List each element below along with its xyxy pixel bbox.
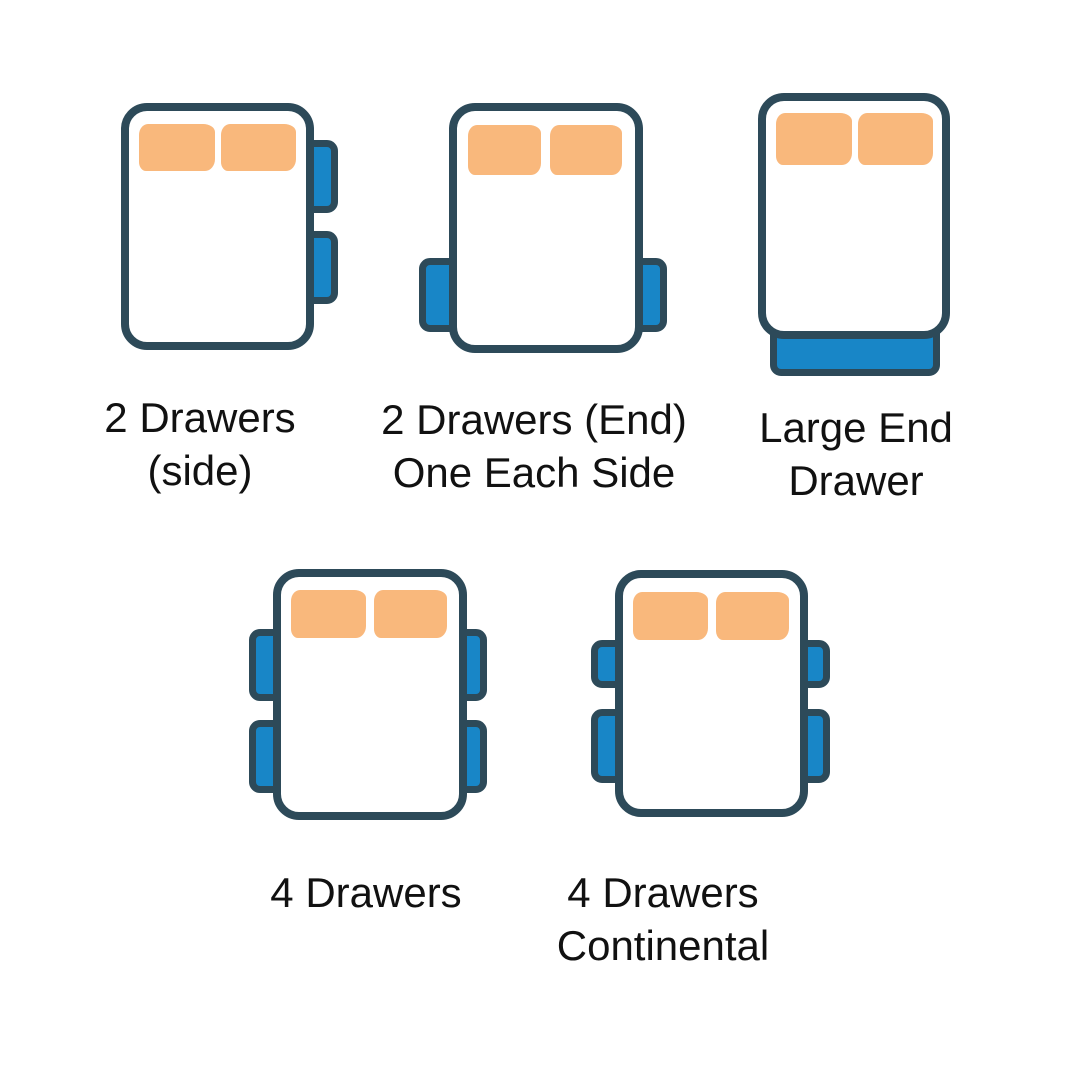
label-line: Large End bbox=[759, 404, 953, 451]
label-line: Drawer bbox=[788, 457, 924, 504]
figure-label-two-drawers-end: 2 Drawers (End) One Each Side bbox=[381, 393, 687, 499]
figure-label-two-drawers-side: 2 Drawers (side) bbox=[104, 391, 295, 497]
figure-label-four-drawers-continental: 4 Drawers Continental bbox=[557, 866, 769, 972]
pillow-left-icon bbox=[468, 125, 541, 175]
pillow-right-icon bbox=[221, 124, 296, 171]
label-line: 4 Drawers bbox=[270, 869, 462, 916]
figure-label-four-drawers: 4 Drawers bbox=[270, 866, 461, 919]
pillow-right-icon bbox=[550, 125, 622, 175]
label-line: 4 Drawers bbox=[567, 869, 759, 916]
label-line: Continental bbox=[556, 922, 770, 969]
pillow-left-icon bbox=[776, 113, 852, 165]
label-line: One Each Side bbox=[392, 449, 676, 496]
pillow-right-icon bbox=[858, 113, 933, 165]
label-line: (side) bbox=[147, 447, 253, 494]
pillow-right-icon bbox=[716, 592, 789, 640]
pillow-left-icon bbox=[291, 590, 366, 638]
pillow-left-icon bbox=[139, 124, 215, 171]
label-line: 2 Drawers bbox=[104, 394, 296, 441]
pillow-right-icon bbox=[374, 590, 447, 638]
figure-label-large-end-drawer: Large End Drawer bbox=[759, 401, 953, 507]
pillow-left-icon bbox=[633, 592, 708, 640]
label-line: 2 Drawers (End) bbox=[381, 396, 687, 443]
